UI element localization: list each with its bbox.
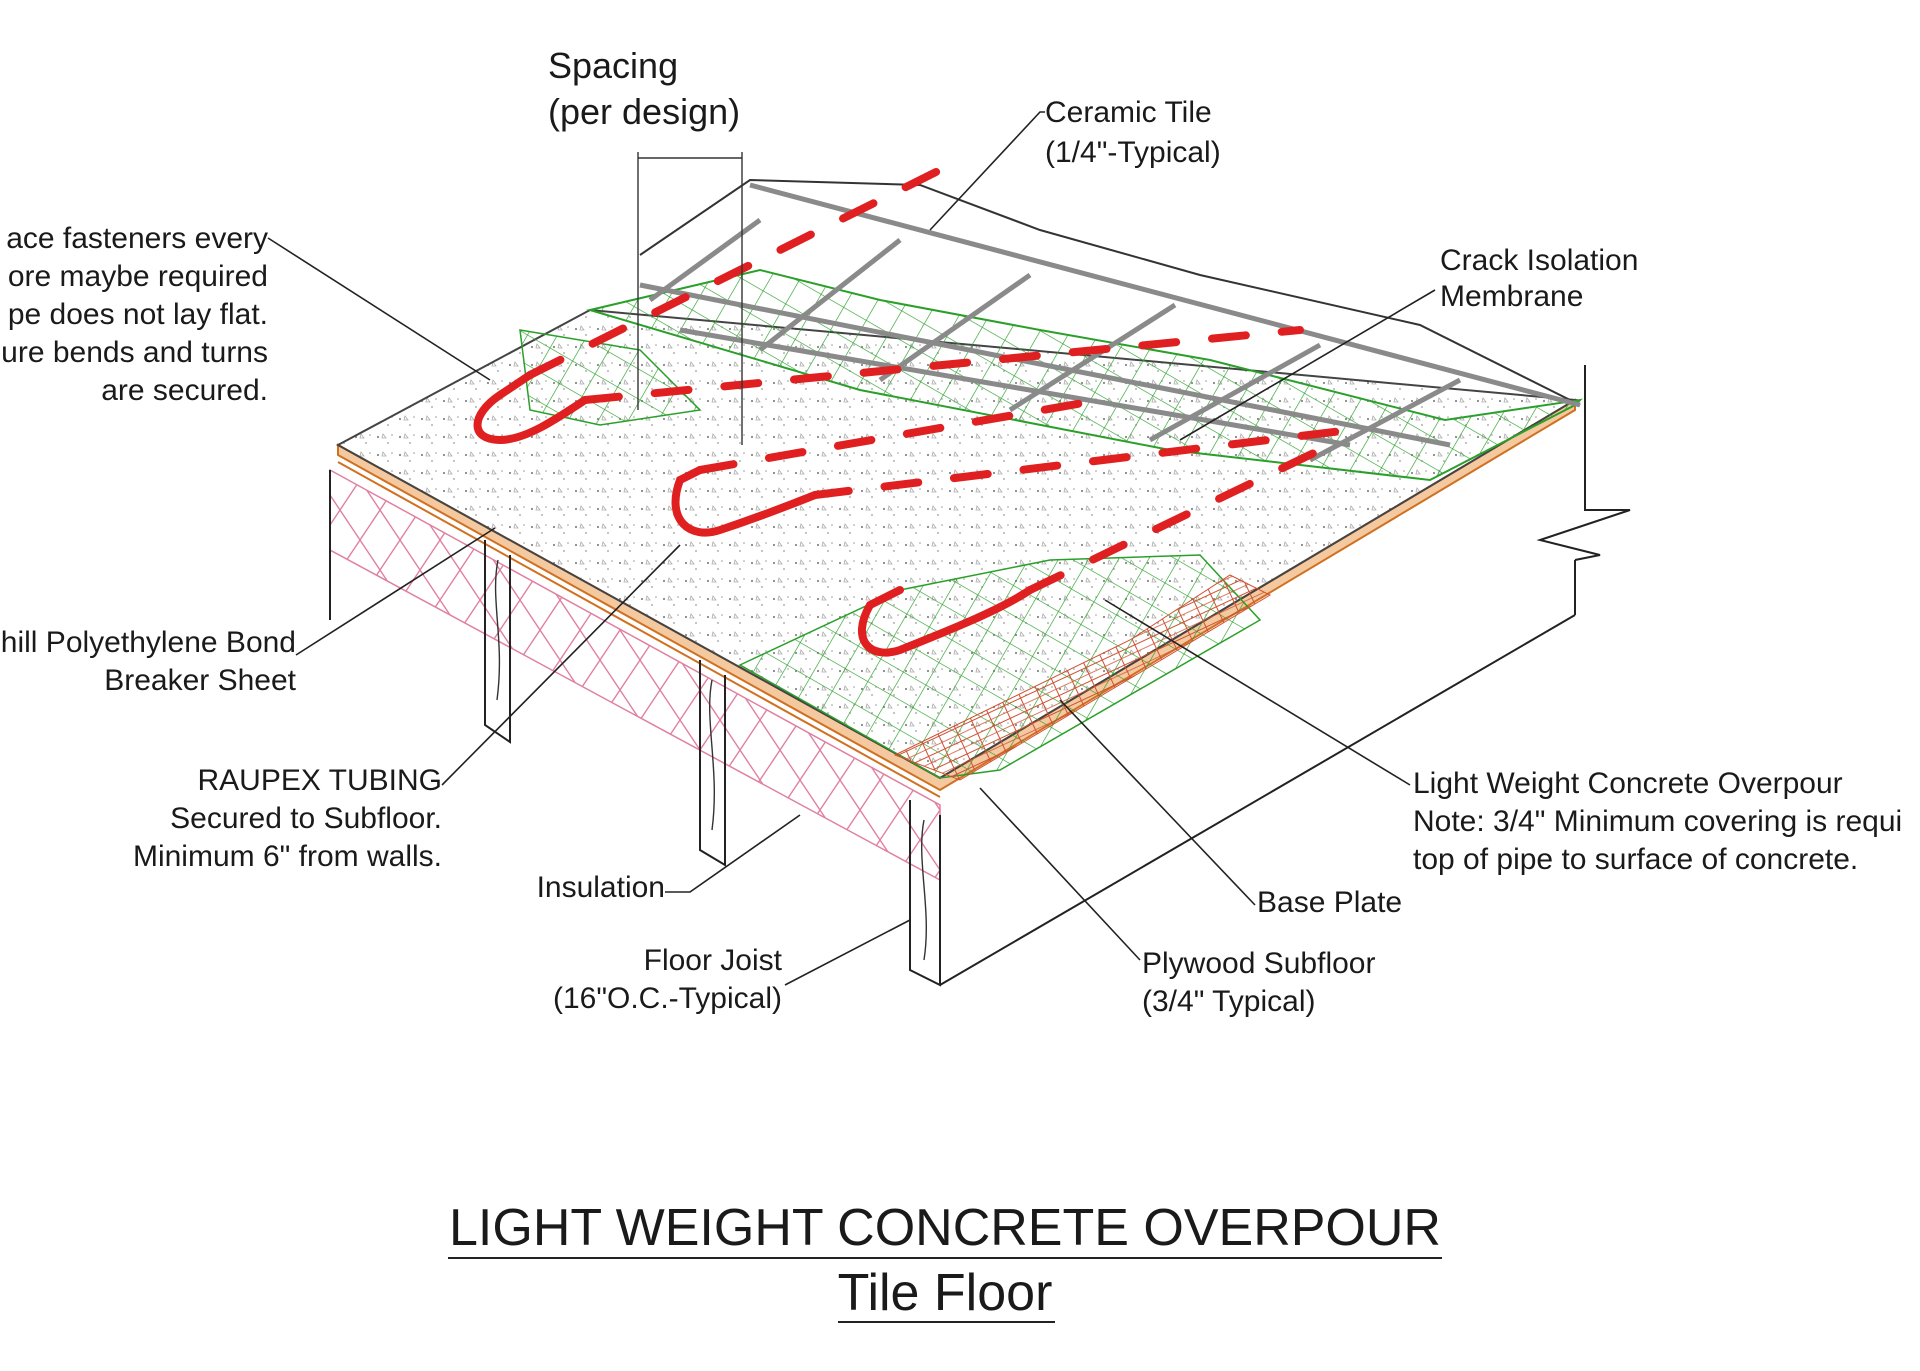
title-main: LIGHT WEIGHT CONCRETE OVERPOUR [449,1199,1441,1257]
pipe-run-1 [526,166,1304,404]
svg-text:ace fasteners every: ace fasteners every [6,222,268,255]
svg-text:Membrane: Membrane [1440,280,1583,313]
svg-text:Base Plate: Base Plate [1257,886,1402,919]
title-block: LIGHT WEIGHT CONCRETE OVERPOUR Tile Floo… [448,1199,1442,1323]
floor-structure [329,365,1631,987]
base-plate-callout: Base Plate [1059,699,1402,919]
raupex-tubing [473,166,1354,657]
fasteners-callout: ace fasteners every ore maybe required p… [1,222,491,407]
joist-3 [909,800,941,987]
svg-text:Minimum 6" from walls.: Minimum 6" from walls. [133,840,442,873]
svg-text:(16"O.C.-Typical): (16"O.C.-Typical) [553,982,782,1015]
pipe-u-bend-3 [857,586,1034,657]
svg-text:pe does not lay flat.: pe does not lay flat. [8,298,268,331]
svg-text:Note: 3/4" Minimum covering is: Note: 3/4" Minimum covering is requi [1413,805,1902,838]
svg-text:Ceramic Tile: Ceramic Tile [1045,96,1212,129]
pipe-u-bend-1 [473,371,589,445]
joist-2 [699,660,726,867]
joist-1 [484,540,511,744]
svg-text:hill Polyethylene Bond: hill Polyethylene Bond [1,626,296,659]
svg-text:Crack Isolation: Crack Isolation [1440,244,1638,277]
crack-isolation-callout: Crack Isolation Membrane [1179,244,1638,441]
base-plate-hatch [893,574,1272,781]
svg-text:Secured to Subfloor.: Secured to Subfloor. [170,802,442,835]
svg-text:ure bends and turns: ure bends and turns [1,336,268,369]
title-sub: Tile Floor [838,1264,1053,1322]
plywood-callout: Plywood Subfloor (3/4" Typical) [979,787,1375,1018]
svg-text:(1/4"-Typical): (1/4"-Typical) [1045,136,1221,169]
spacing-label-1: Spacing [548,45,678,86]
pipe-run-2 [696,396,1354,499]
svg-text:top of pipe to surface of conc: top of pipe to surface of concrete. [1413,843,1858,876]
overpour-callout: Light Weight Concrete Overpour Note: 3/4… [1104,599,1902,876]
bond-breaker-callout: hill Polyethylene Bond Breaker Sheet [1,527,496,697]
floor-joist-callout: Floor Joist (16"O.C.-Typical) [553,919,911,1015]
pipe-run-3 [1026,446,1324,594]
spacing-label-2: (per design) [548,91,740,132]
ceramic-tile-callout: Ceramic Tile (1/4"-Typical) [929,96,1221,231]
spacing-dimension: Spacing (per design) [548,45,743,445]
svg-text:Insulation: Insulation [537,871,665,904]
svg-text:(3/4" Typical): (3/4" Typical) [1142,985,1316,1018]
svg-text:are secured.: are secured. [101,374,268,407]
svg-text:RAUPEX TUBING: RAUPEX TUBING [198,764,443,797]
svg-text:Floor Joist: Floor Joist [644,944,783,977]
svg-text:Light Weight Concrete Overpour: Light Weight Concrete Overpour [1413,767,1843,800]
svg-text:Plywood Subfloor: Plywood Subfloor [1142,947,1375,980]
pipe-u-bend-2 [671,466,819,537]
svg-text:ore maybe required: ore maybe required [8,260,268,293]
svg-text:Breaker Sheet: Breaker Sheet [104,664,296,697]
insulation-callout: Insulation [537,814,801,904]
membrane-left-strip [519,329,702,426]
raupex-callout: RAUPEX TUBING Secured to Subfloor. Minim… [133,544,681,873]
